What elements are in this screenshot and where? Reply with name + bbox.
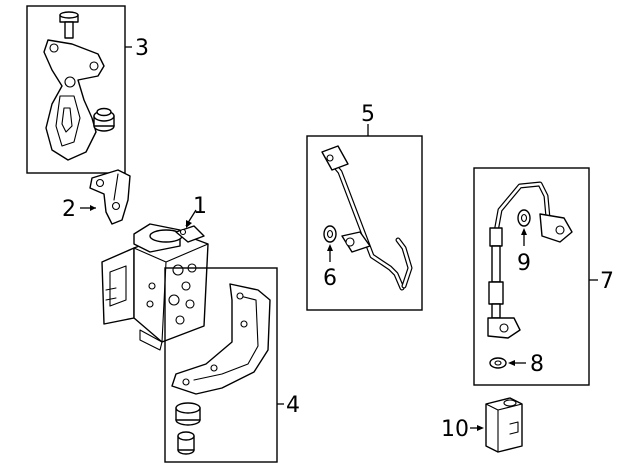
callout-7: 7 bbox=[600, 269, 614, 294]
part-5-brake-line-kit[interactable]: 5 6 bbox=[306, 102, 423, 311]
part-7-box bbox=[473, 167, 590, 386]
part-1-abs-modulator[interactable]: 1 bbox=[101, 194, 209, 351]
part-3-grommet bbox=[93, 107, 115, 132]
callout-2: 2 bbox=[62, 197, 76, 222]
part-4-bracket-kit[interactable]: 4 bbox=[164, 267, 300, 463]
part-3-box bbox=[26, 5, 126, 174]
part-7-upper-fitting bbox=[539, 213, 573, 243]
callout-9: 9 bbox=[517, 251, 531, 276]
part-3-bracket bbox=[43, 39, 105, 161]
callout-3: 3 bbox=[135, 36, 149, 61]
callout-1: 1 bbox=[193, 194, 207, 219]
callout-4: 4 bbox=[286, 393, 300, 418]
part-8-washer bbox=[489, 357, 507, 369]
part-7-brake-hose-kit[interactable]: 7 9 8 bbox=[473, 167, 614, 386]
part-5-fitting-lower bbox=[341, 231, 371, 253]
part-5-fitting-upper bbox=[321, 145, 349, 171]
part-6-washer bbox=[323, 225, 337, 243]
part-7-lower-fitting bbox=[487, 317, 521, 339]
part-3-bolt bbox=[59, 11, 79, 39]
part-3-bracket-kit[interactable]: 3 bbox=[26, 5, 149, 174]
part-10-clip[interactable]: 10 bbox=[441, 397, 523, 453]
callout-5: 5 bbox=[361, 102, 375, 127]
part-2-small-bracket[interactable]: 2 bbox=[62, 169, 131, 225]
part-4-box bbox=[164, 267, 278, 463]
callout-8: 8 bbox=[530, 352, 544, 377]
part-5-box bbox=[306, 135, 423, 311]
callout-10: 10 bbox=[441, 417, 469, 442]
part-9-washer bbox=[517, 209, 531, 227]
part-4-grommet bbox=[175, 402, 201, 426]
part-4-bushing bbox=[177, 431, 195, 455]
part-4-bracket bbox=[171, 283, 271, 395]
callout-6: 6 bbox=[323, 266, 337, 291]
